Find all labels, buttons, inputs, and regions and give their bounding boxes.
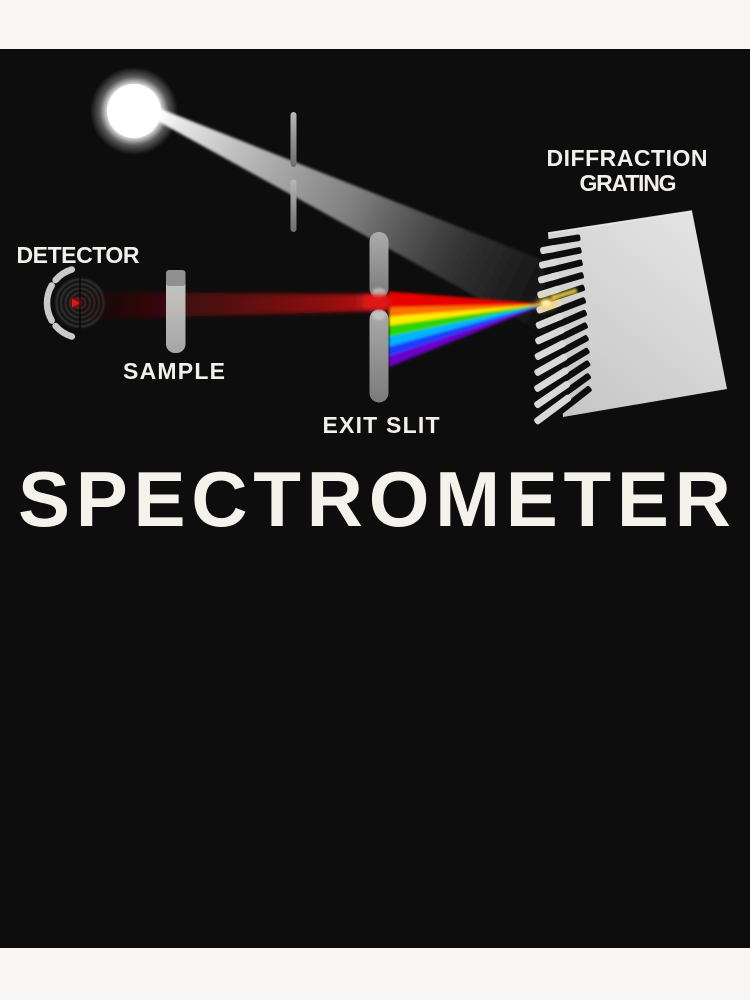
red-beam [72,292,388,320]
exit-slit-label: EXIT SLIT [323,412,440,438]
matte-bottom [0,948,750,1000]
entrance-slit-bottom-bar [290,179,297,232]
diffraction-grating-label-line2: GRATING [580,170,677,196]
entrance-slit-top-bar [290,112,297,167]
grating-teeth [534,245,572,425]
rainbow-red [389,291,546,309]
exit-slit [363,232,391,403]
entrance-slit [290,112,297,232]
exit-slit-bottom-bar [369,309,389,403]
light-source [90,67,178,155]
sample-tube-body [166,270,186,353]
sample-tube-cap [166,270,186,286]
detector-label: DETECTOR [17,242,140,268]
grating-glint [536,288,578,310]
slit-gap-red-glow [363,294,391,309]
rainbow-violet [389,304,546,367]
rainbow-beam [389,291,546,367]
diffraction-grating [534,210,727,425]
white-light-beam [154,107,547,336]
sample-tube [166,270,186,353]
detector-center-spot [71,298,81,308]
detector-bracket [43,266,76,340]
exit-slit-top-bar [369,232,389,298]
matte-top [0,0,750,49]
diffraction-grating-label-line1: DIFFRACTION [547,145,708,171]
sample-label: SAMPLE [123,358,225,384]
grating-body [548,211,727,417]
poster-title: SPECTROMETER [18,455,731,543]
